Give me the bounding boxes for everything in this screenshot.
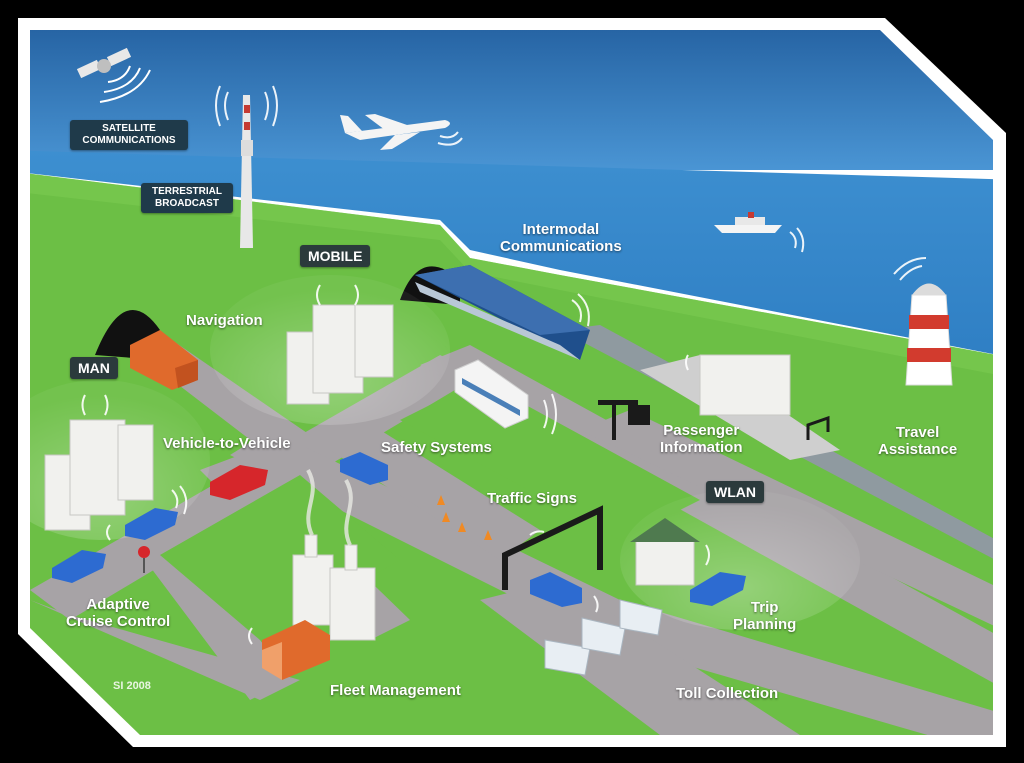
train-icon: [415, 265, 590, 360]
sea: [30, 150, 993, 360]
safety-systems-label: Safety Systems: [381, 439, 492, 456]
blue-car-3: [52, 550, 106, 583]
man-buildings-icon: [44, 419, 154, 531]
satellite-icon: [76, 47, 151, 103]
satellite-communications-tag: SATELLITE COMMUNICATIONS: [70, 120, 188, 150]
mobile-tag: MOBILE: [300, 245, 371, 267]
man-tag: MAN: [70, 357, 118, 379]
orange-truck-fleet: [262, 620, 330, 680]
red-car: [210, 465, 268, 500]
signal-waves-icons: [81, 85, 927, 645]
house-icon: [630, 518, 700, 586]
sky: [30, 30, 993, 170]
copyright-text: SI 2008: [113, 680, 151, 692]
terrestrial-broadcast-tag: TERRESTRIAL BROADCAST: [141, 183, 233, 213]
passenger-information-label: Passenger Information: [660, 422, 743, 456]
blue-car-2: [125, 508, 178, 540]
lighthouse-icon: [905, 283, 953, 386]
mobile-buildings-icon: [286, 304, 394, 405]
trip-planning-label: Trip Planning: [733, 599, 797, 633]
traffic-signs-label: Traffic Signs: [487, 490, 578, 507]
white-bus: [454, 359, 529, 429]
toll-booths-icon: [544, 599, 663, 676]
traffic-cones-icon: [437, 495, 492, 540]
travel-assistance-label: Travel Assistance: [878, 424, 958, 458]
fleet-management-label: Fleet Management: [330, 682, 461, 699]
toll-gantry-icon: [502, 505, 603, 590]
blue-car-5: [690, 572, 746, 606]
blue-car-4: [530, 572, 582, 607]
ship-icon: [714, 212, 782, 233]
toll-collection-label: Toll Collection: [676, 685, 779, 702]
navigation-label: Navigation: [186, 312, 263, 329]
factory-icon: [292, 534, 376, 641]
wlan-tag: WLAN: [706, 481, 764, 503]
broadcast-tower-icon: [240, 95, 253, 248]
vehicle-to-vehicle-label: Vehicle-to-Vehicle: [163, 435, 291, 452]
adaptive-cruise-control-label: Adaptive Cruise Control: [66, 596, 171, 630]
orange-truck-top: [130, 330, 198, 390]
station-building-icon: [640, 354, 840, 460]
passenger-shelter-icon: [598, 400, 650, 440]
airplane-icon: [340, 114, 450, 150]
intermodal-communications-label: Intermodal Communications: [500, 221, 622, 255]
blue-car-1: [340, 452, 388, 485]
wlan-coverage-dome: [620, 490, 860, 630]
stop-sign-icon: [138, 546, 150, 558]
rail-barrier-icon: [806, 415, 830, 440]
